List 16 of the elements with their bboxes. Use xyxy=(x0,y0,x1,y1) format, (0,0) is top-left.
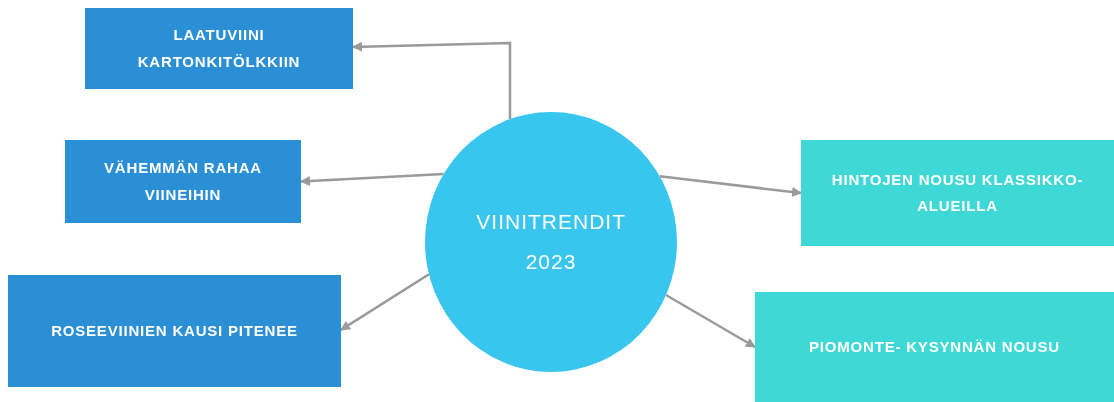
arrow xyxy=(665,293,756,349)
arrow xyxy=(659,175,802,197)
arrow xyxy=(300,172,444,187)
trend-label: VÄHEMMÄN RAHAA VIINEIHIN xyxy=(103,158,263,205)
topic-label: VIINITRENDIT 2023 xyxy=(476,209,626,275)
arrow xyxy=(340,273,430,331)
trend-box xyxy=(8,275,341,387)
trend-box xyxy=(65,140,301,223)
trend-box xyxy=(801,140,1114,246)
trend-label: LAATUVIINI KARTONKITÖLKKIIN xyxy=(136,25,302,72)
trend-box xyxy=(85,8,353,89)
trend-label: ROSEEVIINIEN KAUSI PITENEE xyxy=(51,320,298,341)
arrow xyxy=(352,41,512,120)
trend-label: PIOMONTE- KYSYNNÄN NOUSU xyxy=(809,336,1060,357)
trend-label: HINTOJEN NOUSU KLASSIKKO-ALUEILLA xyxy=(830,169,1085,216)
trend-box xyxy=(755,292,1114,402)
